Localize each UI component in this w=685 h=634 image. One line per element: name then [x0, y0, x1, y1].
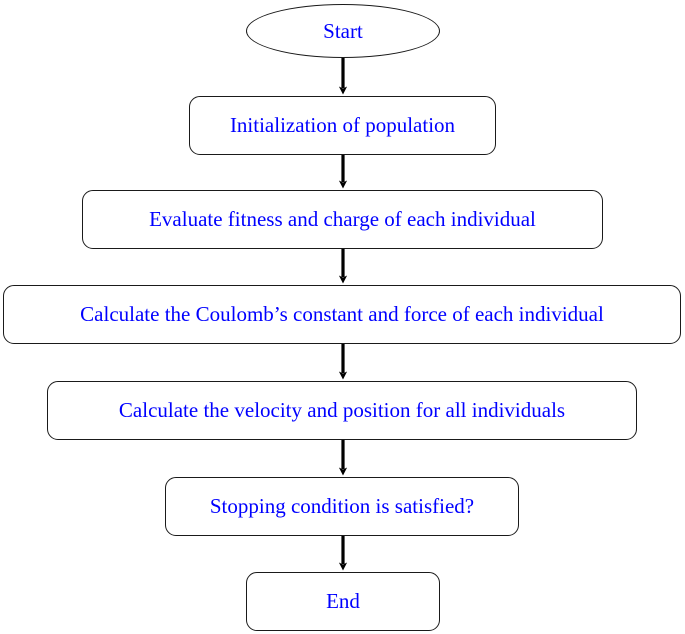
node-initialization-label: Initialization of population	[229, 113, 456, 137]
node-end[interactable]: End	[246, 572, 440, 631]
node-stopping-condition[interactable]: Stopping condition is satisfied?	[165, 477, 519, 536]
node-coulomb-constant-label: Calculate the Coulomb’s constant and for…	[80, 302, 604, 326]
node-stopping-condition-label: Stopping condition is satisfied?	[209, 494, 475, 518]
node-end-label: End	[326, 589, 360, 613]
node-evaluate-fitness[interactable]: Evaluate fitness and charge of each indi…	[82, 190, 603, 249]
node-coulomb-constant[interactable]: Calculate the Coulomb’s constant and for…	[3, 285, 681, 344]
node-initialization[interactable]: Initialization of population	[189, 96, 496, 155]
node-start-label: Start	[323, 18, 363, 43]
node-evaluate-fitness-label: Evaluate fitness and charge of each indi…	[149, 207, 536, 231]
node-start[interactable]: Start	[246, 4, 440, 58]
node-velocity-position-label: Calculate the velocity and position for …	[118, 398, 566, 422]
node-velocity-position[interactable]: Calculate the velocity and position for …	[47, 381, 637, 440]
